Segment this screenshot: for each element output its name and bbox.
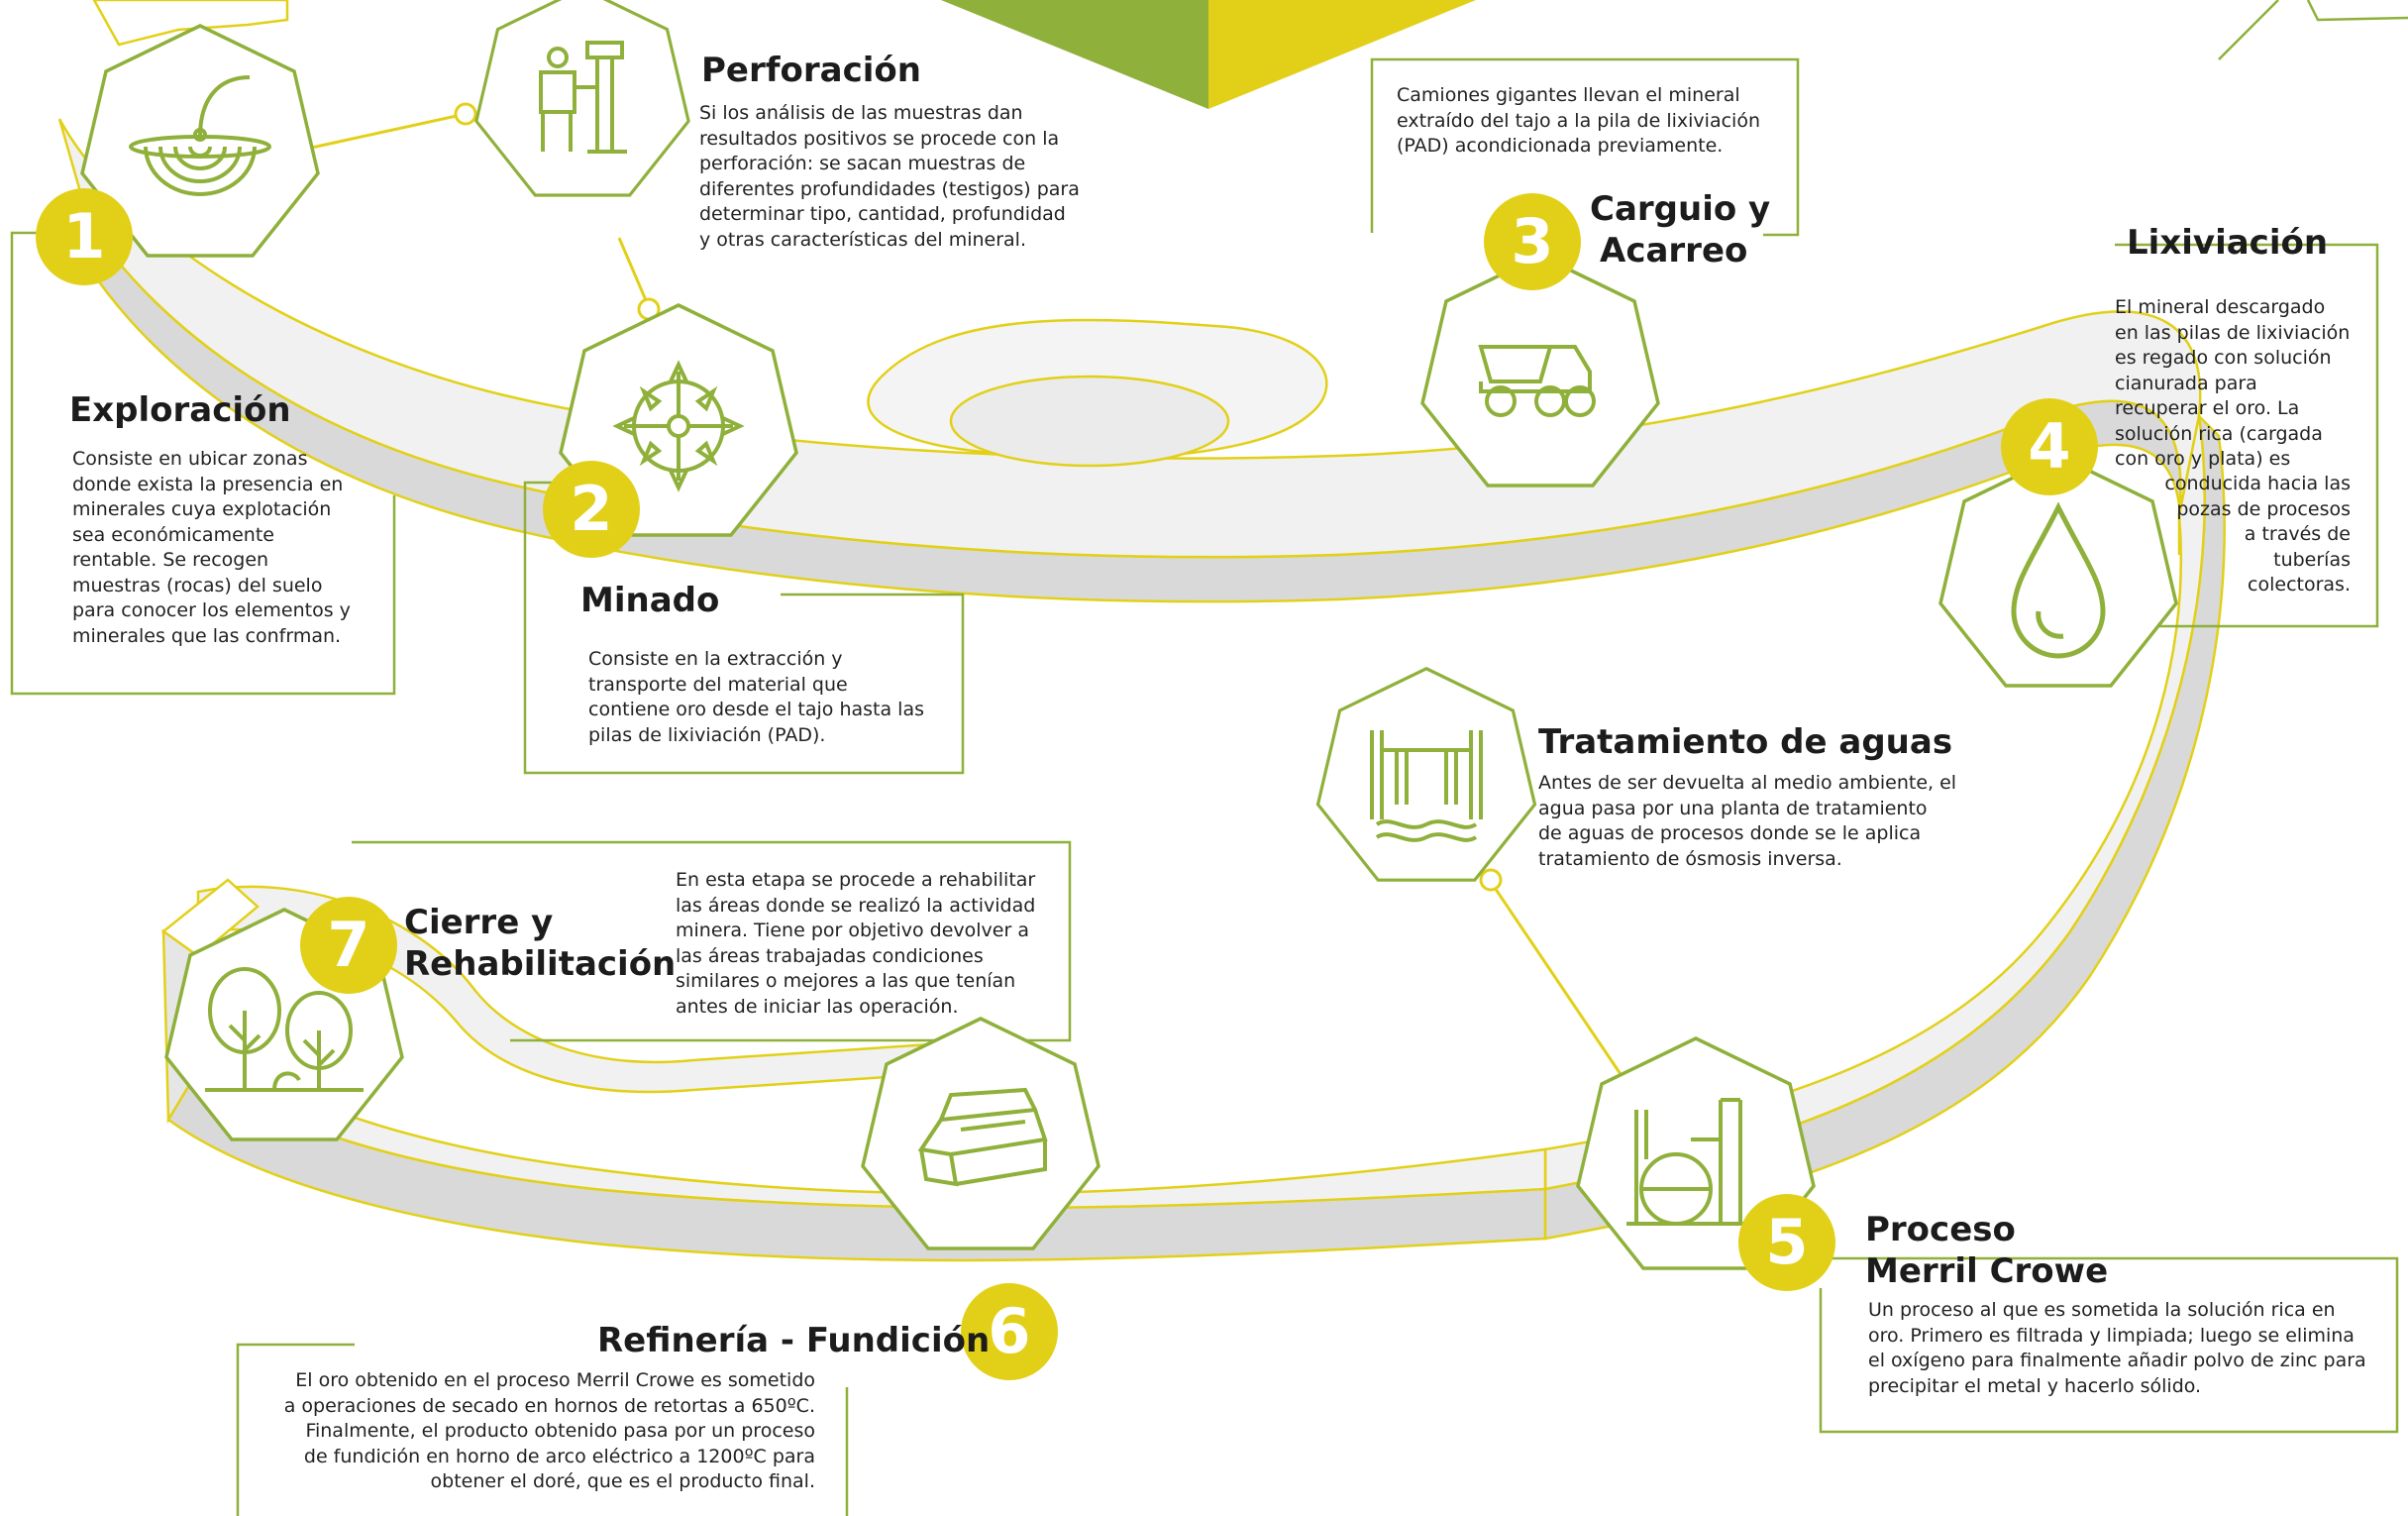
stage-number-4: 4 bbox=[2001, 398, 2098, 495]
stage-title-lixiviacion: Lixiviación bbox=[2127, 223, 2329, 263]
mining-pan-icon bbox=[129, 75, 271, 196]
stage-number-6: 6 bbox=[961, 1283, 1058, 1380]
hex-merril bbox=[1576, 1036, 1816, 1270]
stage-number-7: 7 bbox=[300, 897, 397, 994]
compass-arrows-icon bbox=[612, 360, 745, 492]
stage-title-exploracion: Exploración bbox=[69, 390, 291, 430]
plant-icon bbox=[1626, 1098, 1755, 1226]
hex-exploracion bbox=[80, 24, 320, 258]
gold-bars-icon bbox=[917, 1087, 1048, 1187]
hex-carguio bbox=[1420, 254, 1660, 487]
connectors bbox=[306, 102, 1626, 1081]
drop-icon bbox=[2011, 501, 2106, 659]
extra-title-perforacion: Perforación bbox=[701, 51, 921, 90]
top-decoration bbox=[92, 0, 2408, 109]
stage-number-3: 3 bbox=[1484, 193, 1581, 290]
info-box-lines bbox=[10, 57, 2399, 1516]
extra-text-tratamiento: Antes de ser devuelta al medio ambiente,… bbox=[1538, 772, 1957, 870]
hex-refineria bbox=[861, 1017, 1100, 1250]
hex-cierre bbox=[164, 908, 404, 1141]
driller-worker-icon bbox=[539, 41, 627, 154]
extra-title-tratamiento: Tratamiento de aguas bbox=[1538, 722, 1953, 762]
dump-truck-icon bbox=[1478, 345, 1596, 417]
stage-number-5: 5 bbox=[1738, 1194, 1835, 1291]
stage-number-2: 2 bbox=[543, 461, 640, 558]
stage-number-1: 1 bbox=[36, 188, 133, 285]
hex-lixiviacion bbox=[1938, 454, 2178, 688]
hex-tratamiento bbox=[1315, 667, 1537, 882]
stage-text-merril: Un proceso al que es sometida la solució… bbox=[1868, 1299, 2366, 1397]
process-road bbox=[57, 118, 2226, 1262]
stage-text-refineria: El oro obtenido en el proceso Merril Cro… bbox=[283, 1369, 815, 1492]
stage-title-refineria: Refinería - Fundición bbox=[597, 1321, 991, 1360]
trees-icon bbox=[205, 967, 364, 1092]
stage-title-minado: Minado bbox=[580, 581, 720, 620]
hex-perforacion bbox=[474, 0, 690, 197]
water-treatment-icon bbox=[1370, 730, 1483, 842]
hex-minado bbox=[559, 303, 798, 537]
